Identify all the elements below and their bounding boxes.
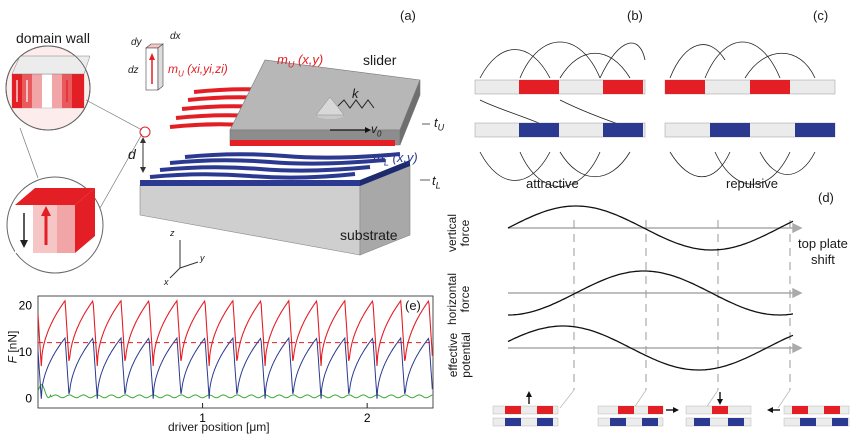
guide-lines xyxy=(573,220,791,390)
bar-b-top xyxy=(474,79,646,95)
domain-wall-cells xyxy=(11,55,91,109)
leader-lines xyxy=(559,389,791,409)
panel-bc: (b) (c) attractive repulsive xyxy=(470,0,855,195)
bar-b-bottom xyxy=(474,122,646,138)
cell-dy-label: dy xyxy=(131,37,142,48)
series-green xyxy=(37,384,433,399)
lower-thickness-label: tL xyxy=(432,173,441,191)
mL-label: mL (x,y) xyxy=(373,150,418,168)
series-red xyxy=(37,299,433,367)
y-tick-label: 10 xyxy=(19,345,33,359)
gap-d-label: d xyxy=(128,146,136,162)
potential-curve xyxy=(507,325,794,371)
axis-triad xyxy=(169,240,199,279)
spring xyxy=(337,99,375,109)
bar-c-bottom xyxy=(664,122,836,138)
series-blue xyxy=(37,336,433,399)
spring-k-label: k xyxy=(352,86,359,101)
panel-a-tag: (a) xyxy=(400,8,416,23)
x-axis-label: driver position [μm] xyxy=(168,420,270,434)
panel-d-tag: (d) xyxy=(818,190,834,205)
panel-e-tag: (e) xyxy=(405,298,421,313)
field-lines-b xyxy=(479,41,646,187)
panel-c-tag: (c) xyxy=(813,8,829,23)
panel-a-illustration xyxy=(5,43,432,279)
panel-d-curves xyxy=(492,205,850,427)
axis-x-label: x xyxy=(164,277,169,287)
horizontal-force-curve xyxy=(508,270,794,316)
domain-wall-label: domain wall xyxy=(16,30,90,46)
bar-c-top xyxy=(664,79,836,95)
slider-block xyxy=(229,59,421,146)
shift-axes xyxy=(508,222,803,354)
field-lines-c xyxy=(669,41,816,185)
cell-moment-args: (xi,yi,zi) xyxy=(187,62,228,76)
x-tick-label: 2 xyxy=(364,411,371,425)
cell-dx-label: dx xyxy=(170,31,181,42)
substrate-front xyxy=(139,184,361,256)
vertical-force-curve xyxy=(507,205,794,251)
y-axis-ticks: 0 10 20 xyxy=(19,298,33,405)
mini-configs xyxy=(492,391,850,427)
cell-moment-label: mU (xi,yi,zi) xyxy=(168,62,228,79)
attractive-caption: attractive xyxy=(526,176,579,191)
velocity-label: v0 xyxy=(371,122,382,139)
repulsive-caption: repulsive xyxy=(726,176,779,191)
field-lines-diagram xyxy=(474,41,836,187)
axis-z-label: z xyxy=(170,228,175,238)
y-tick-label: 0 xyxy=(25,392,32,406)
slider-label: slider xyxy=(363,52,397,68)
mU-label: mU (x,y) xyxy=(277,52,324,70)
unit-cell-closeup xyxy=(15,188,95,253)
axis-y-label: y xyxy=(200,253,205,263)
upper-thickness-label: tU xyxy=(434,115,445,133)
lower-film xyxy=(140,152,410,186)
y-tick-label: 20 xyxy=(19,298,33,312)
cell-glyph xyxy=(145,43,164,91)
cell-dz-label: dz xyxy=(128,65,139,76)
panel-b-tag: (b) xyxy=(627,8,643,23)
panel-a: (a) domain wall dy dx dz mU (xi,yi,zi) m… xyxy=(0,0,444,290)
y-axis-label: F [nN] xyxy=(5,330,20,364)
x-tick-label: 1 xyxy=(199,411,206,425)
substrate-label: substrate xyxy=(340,227,398,243)
